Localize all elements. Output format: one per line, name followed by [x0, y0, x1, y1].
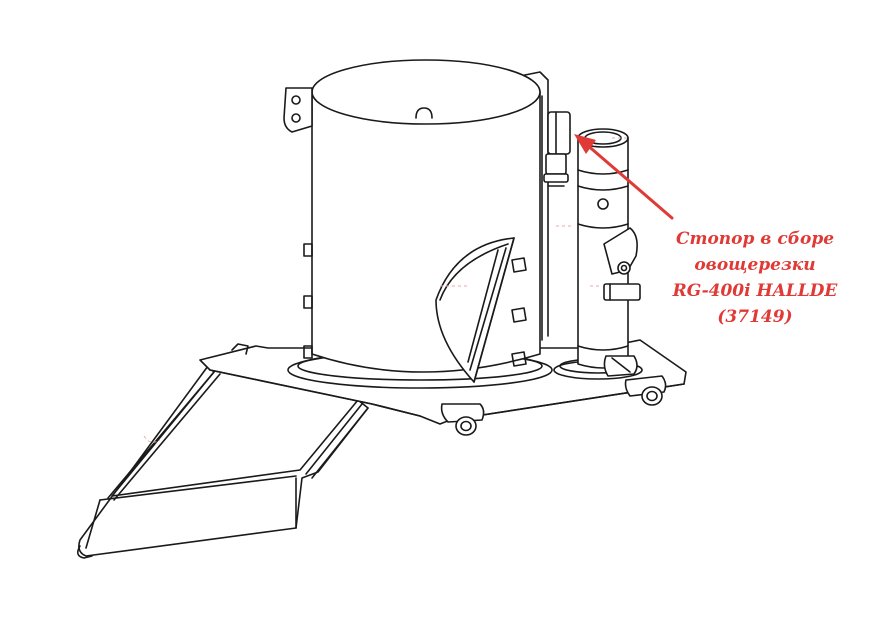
latch-lever [603, 227, 641, 301]
construction-lines [143, 137, 630, 443]
deflector-opening [435, 237, 515, 383]
discharge-chute [76, 365, 369, 559]
callout-line-1: Стопор в сборе [676, 229, 834, 249]
callout-arrow [574, 134, 674, 220]
stopper-assembly [543, 111, 571, 187]
hopper-cylinder [283, 59, 541, 373]
bolts-left [303, 243, 313, 359]
foot-front [440, 403, 485, 436]
bolts-right [511, 257, 527, 367]
tube-base-clamp [603, 355, 638, 377]
side-tube [577, 128, 629, 369]
foot-right [624, 375, 667, 406]
callout-line-4: (37149) [717, 307, 792, 327]
callout-line-3: RG-400i HALLDE [672, 281, 839, 301]
callout-label: Стопор в сборе овощерезки RG-400i HALLDE… [672, 229, 839, 327]
callout-line-2: овощерезки [694, 255, 815, 275]
